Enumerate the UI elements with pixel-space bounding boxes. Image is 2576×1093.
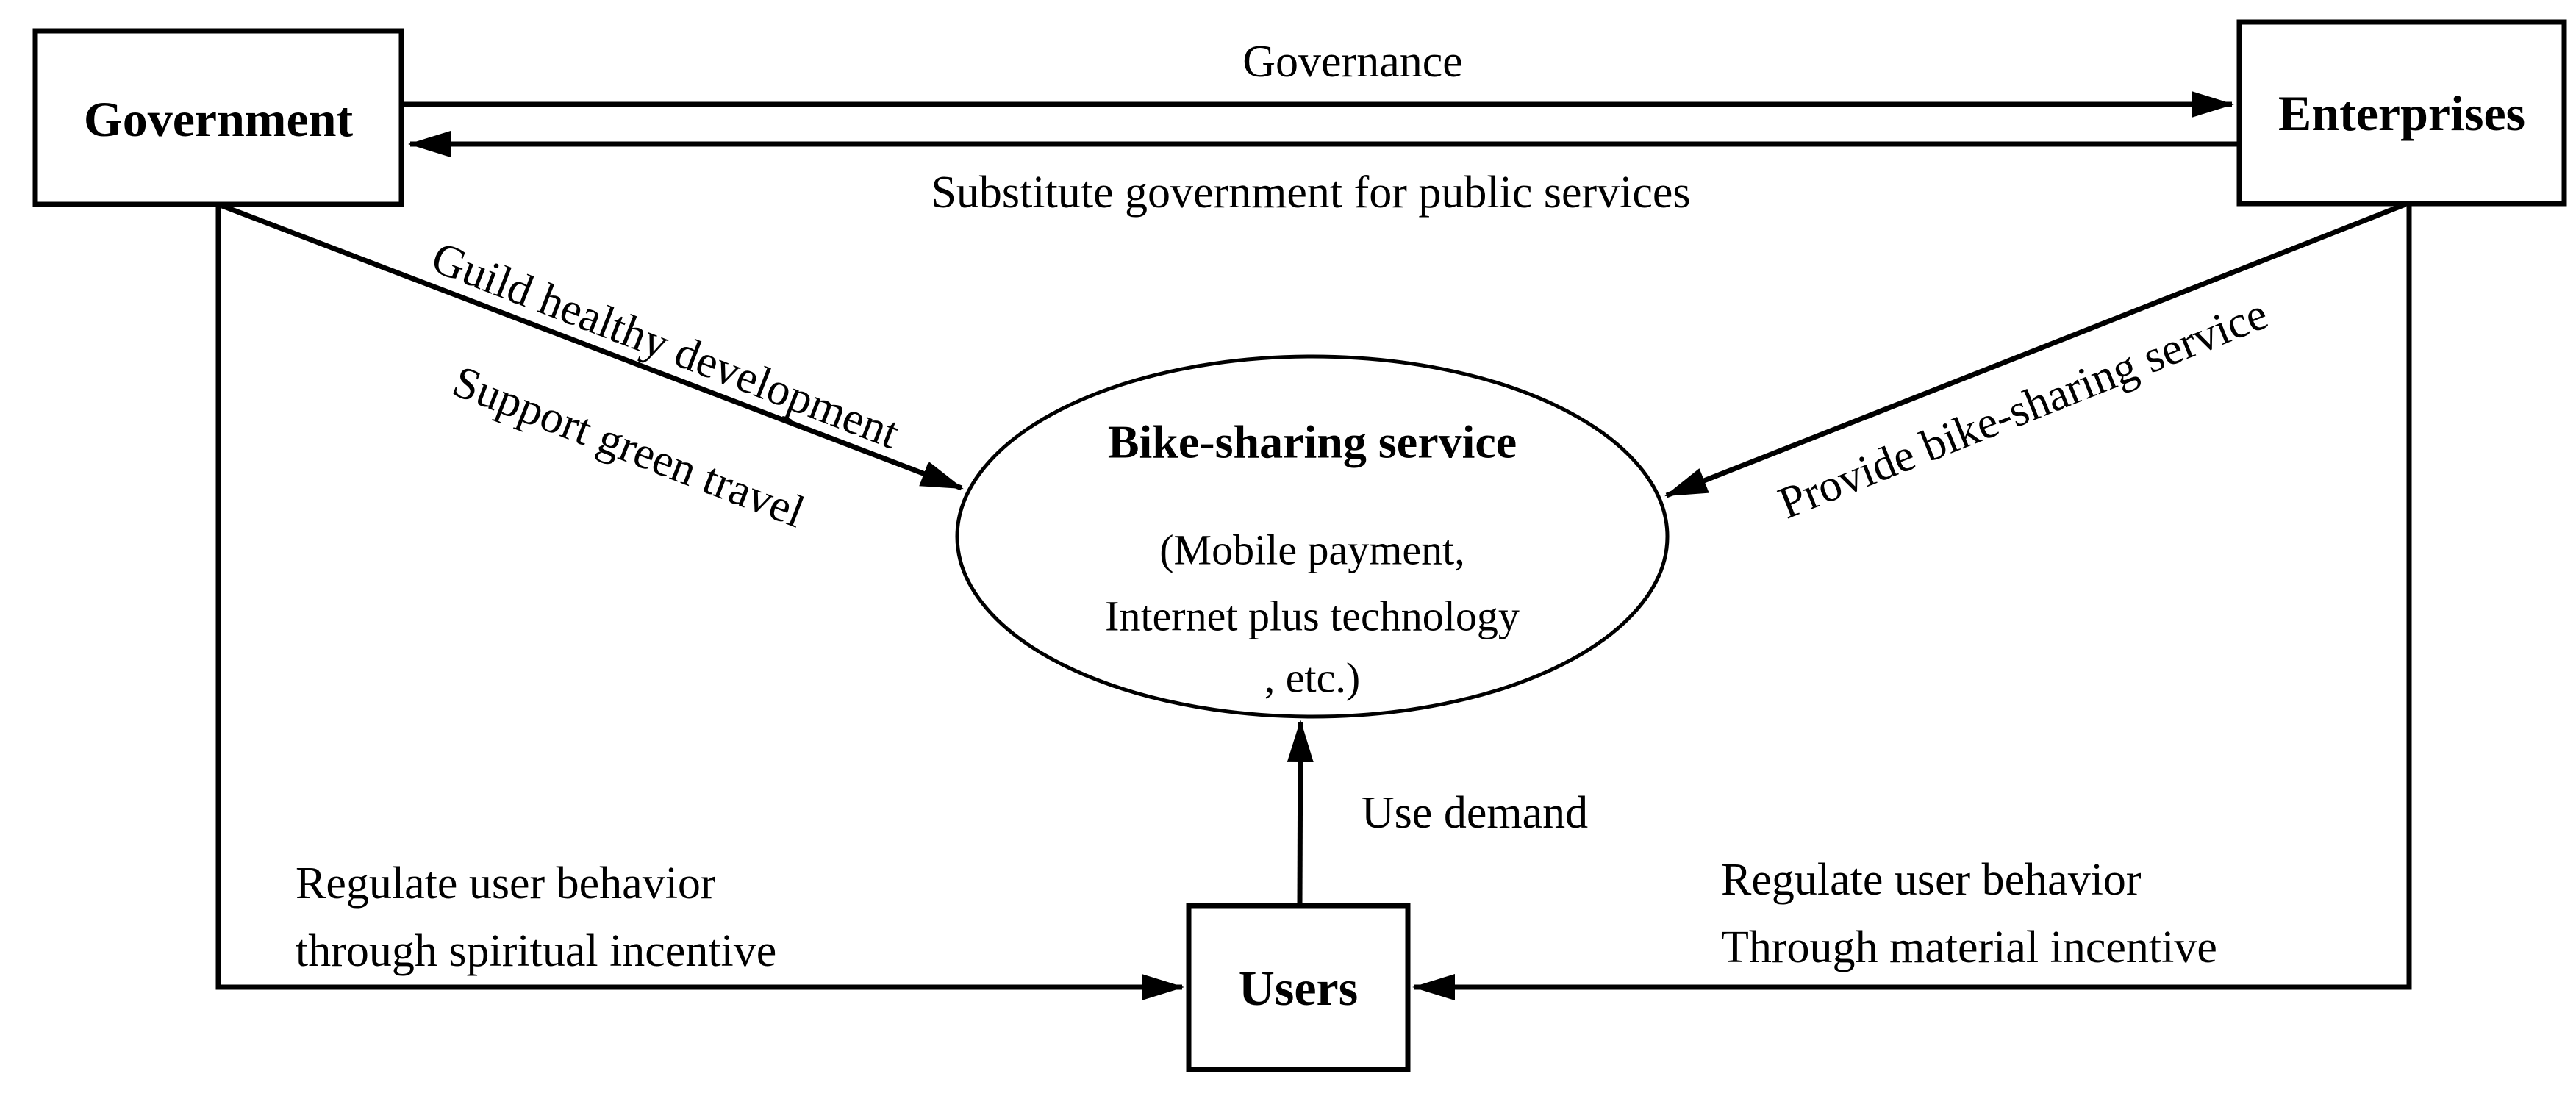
government-to-users-path xyxy=(215,206,1184,1000)
material-incentive-label-line1: Regulate user behavior xyxy=(1721,855,2142,905)
node-users: Users xyxy=(1186,903,1411,1072)
government-to-service-arrow xyxy=(221,203,964,491)
spiritual-incentive-label-line1: Regulate user behavior xyxy=(296,859,716,909)
enterprises-box xyxy=(2236,19,2567,207)
edge-use-demand: Use demand xyxy=(1287,720,1588,905)
substitute-arrow-label: Substitute government for public service… xyxy=(931,168,1690,218)
node-government: Government xyxy=(32,28,404,207)
use-demand-label: Use demand xyxy=(1362,788,1588,838)
government-label: Government xyxy=(84,91,354,147)
governance-arrow-label: Governance xyxy=(1242,37,1463,87)
users-box xyxy=(1186,903,1411,1072)
provide-bike-sharing-service-label: Provide bike-sharing service xyxy=(1772,289,2275,529)
enterprises-to-service-arrow xyxy=(1664,201,2407,498)
edge-substitute: Substitute government for public service… xyxy=(408,131,2239,218)
service-detail-line-3: , etc.) xyxy=(1264,654,1360,702)
node-bike-sharing-service: Bike-sharing service (Mobile payment, In… xyxy=(955,354,1670,719)
node-enterprises: Enterprises xyxy=(2236,19,2567,207)
edge-spiritual-incentive: Regulate user behavior through spiritual… xyxy=(215,206,1184,1000)
edge-governance: Governance xyxy=(401,37,2234,118)
edge-guide-healthy-development: Guild healthy development Support green … xyxy=(221,203,964,537)
enterprises-to-users-path xyxy=(1412,204,2412,1000)
service-detail-line-1: (Mobile payment, xyxy=(1159,526,1465,574)
service-detail-line-2: Internet plus technology xyxy=(1105,592,1520,640)
enterprises-label: Enterprises xyxy=(2278,85,2525,141)
material-incentive-label-line2: Through material incentive xyxy=(1721,922,2217,972)
edge-provide-service: Provide bike-sharing service xyxy=(1664,201,2407,529)
users-label: Users xyxy=(1239,960,1358,1016)
guide-healthy-development-label: Guild healthy development xyxy=(425,232,906,458)
government-box xyxy=(32,28,404,207)
bike-sharing-service-ellipse xyxy=(955,354,1670,719)
spiritual-incentive-label-line2: through spiritual incentive xyxy=(296,926,776,976)
edge-material-incentive: Regulate user behavior Through material … xyxy=(1412,204,2412,1000)
bike-sharing-service-title: Bike-sharing service xyxy=(1108,416,1517,468)
